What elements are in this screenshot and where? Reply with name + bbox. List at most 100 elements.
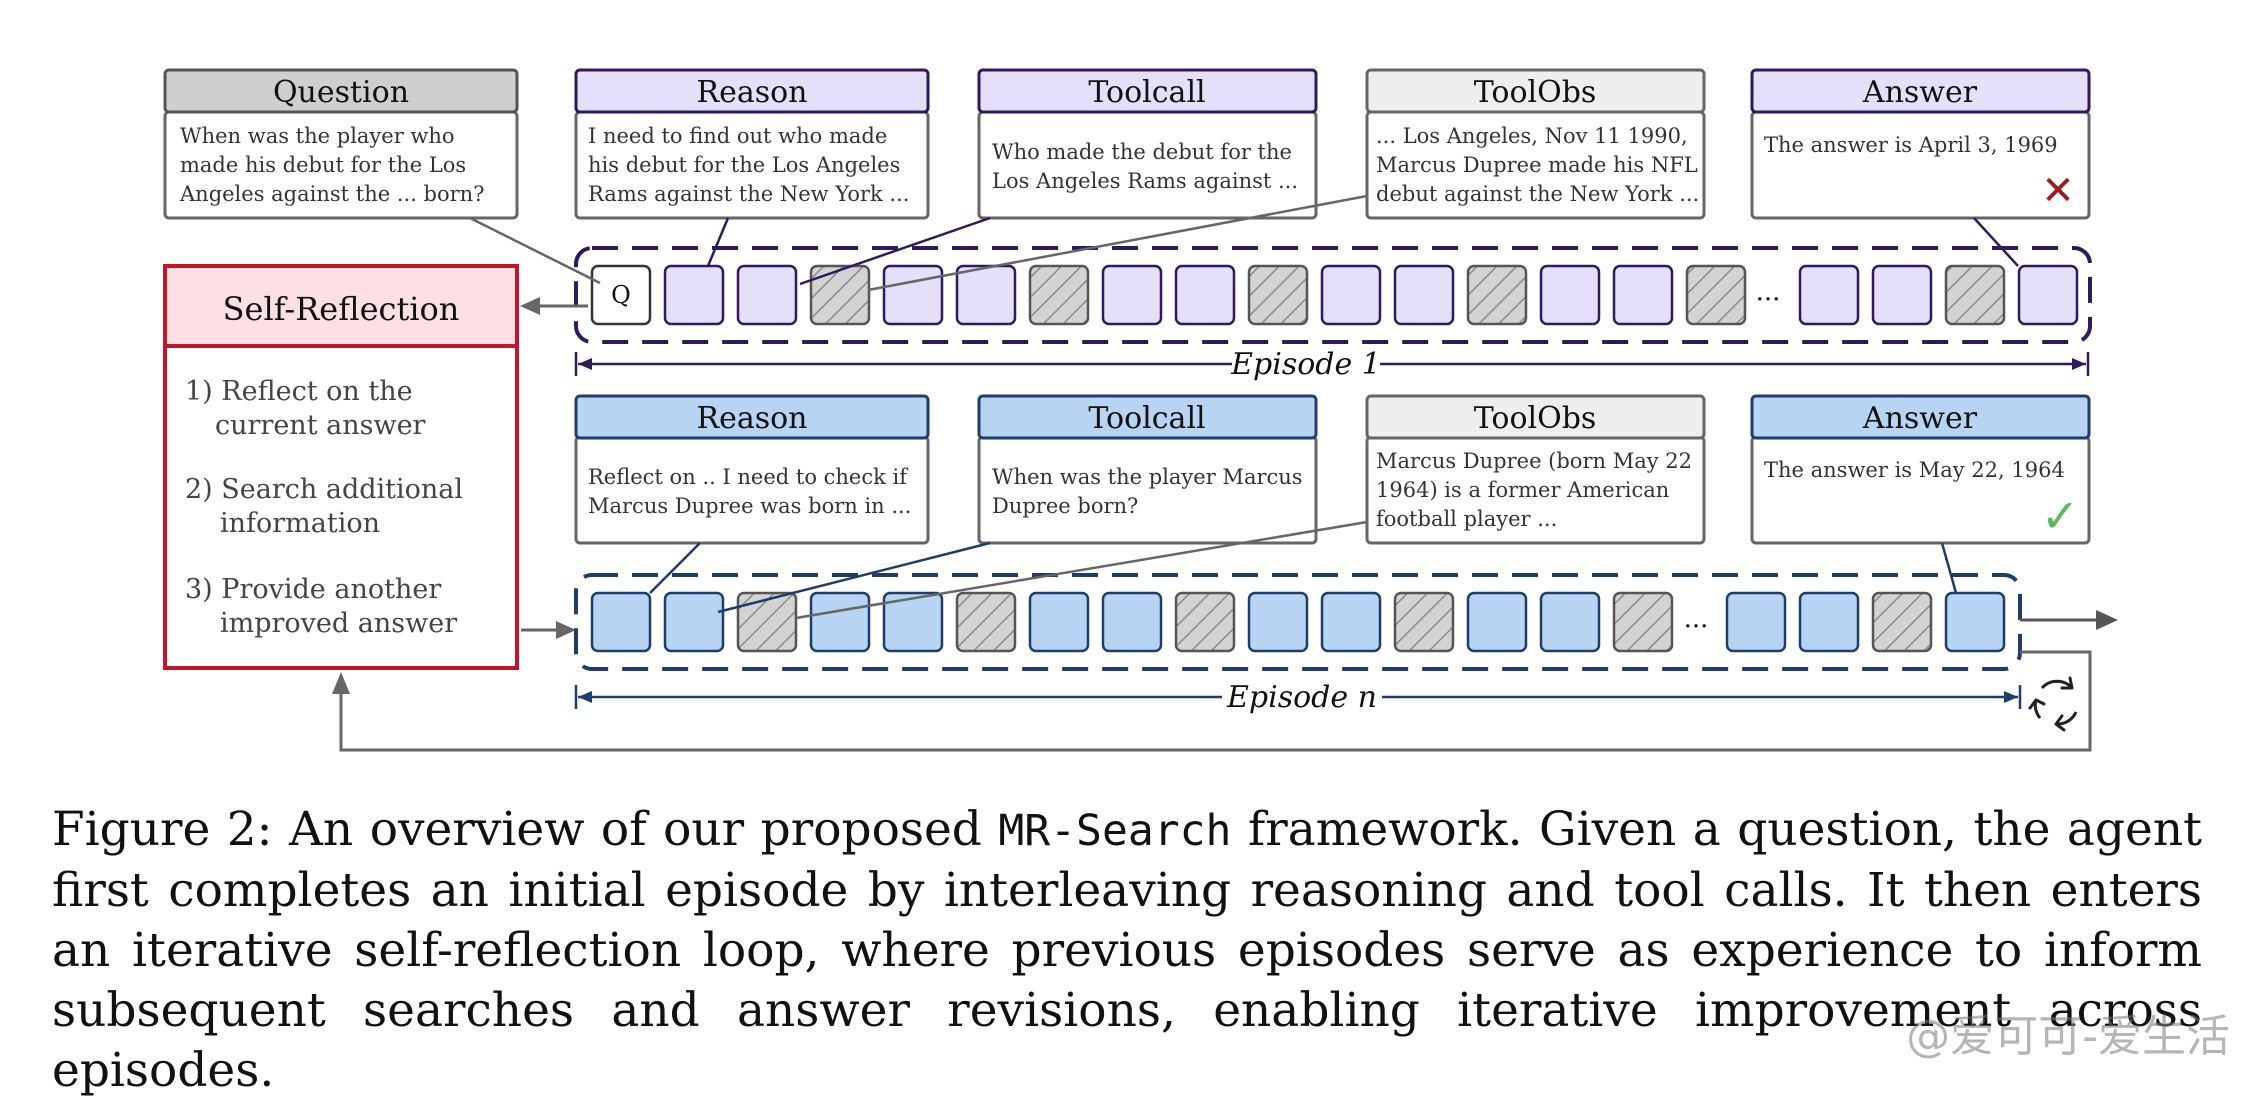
answer-card-line: The answer is April 3, 1969 [1764,133,2058,157]
connector-answer [1973,217,2019,267]
weibo-watermark: @爱可可-爱生活 [1906,1011,2230,1062]
question-card-title: Question [273,75,409,110]
model-token [590,591,652,653]
toolcall-card-title: Toolcall [1088,401,1205,436]
toolcall-card-body [977,435,1318,545]
answer-card-epn: Answer The answer is May 22, 1964 ✓ [1750,394,2091,545]
episode-n-cards: Reason Reflect on .. I need to check if … [574,394,2091,545]
episode-n-ellipsis: ... [1684,604,1709,634]
answer-card-body [1750,110,2091,220]
model-token [809,591,871,653]
episode-n-range-arrowhead-left [578,691,592,703]
episode1-label-bg [1232,344,1380,384]
episode1-sequence: Q ... Episode 1 [574,246,2092,384]
figure-caption: Figure 2: An overview of our proposed MR… [52,800,2202,1101]
model-token [1539,264,1601,326]
reflection-step-1-line2: current answer [215,410,426,441]
toolobs-card-line: Marcus Dupree made his NFL [1376,153,1698,177]
episode1-cards: Question When was the player who made hi… [163,68,2091,220]
arrow-reflection-to-episode-n-head [556,621,576,639]
episode1-connectors [469,194,2019,292]
tool-observation-token [736,591,798,653]
model-token [1539,591,1601,653]
wrong-answer-cross-icon: ✕ [2041,168,2075,214]
reflection-step-2-line2: information [220,508,380,539]
correct-answer-check-icon: ✓ [2041,489,2080,543]
tool-observation-token [809,264,871,326]
answer-card-title: Answer [1862,401,1978,436]
episode1-ellipsis: ... [1756,277,1781,307]
refresh-cycle-icon [2028,676,2078,732]
reason-card-body [574,435,930,545]
reason-card-line: Rams against the New York ... [588,182,909,206]
q-token-label: Q [611,281,631,309]
q-token [590,264,652,326]
reason-card-header [574,68,930,114]
tool-observation-token [1466,264,1528,326]
reason-card-line: Marcus Dupree was born in ... [588,494,911,518]
model-token [882,591,944,653]
model-token [1466,591,1528,653]
connector-reason [706,217,730,267]
connector-toolcall [799,216,991,286]
model-token [1028,591,1090,653]
toolobs-card-line: ... Los Angeles, Nov 11 1990, [1376,124,1688,148]
toolobs-card-title: ToolObs [1474,75,1597,110]
toolcall-card-body [977,110,1318,220]
model-token [2017,264,2079,326]
tool-observation-token [1247,264,1309,326]
episode1-range-arrowhead-left [578,358,592,370]
toolcall-card-header [977,394,1318,440]
connector-reason-n [649,542,701,594]
framework-diagram: Question When was the player who made hi… [163,68,2118,752]
toolcall-card-line: When was the player Marcus [992,465,1303,489]
toolobs-card-line: 1964) is a former American [1376,478,1669,502]
toolcall-card-line: Dupree born? [992,494,1138,518]
episode-n-dashed-frame [574,573,2022,671]
question-card-line: Angeles against the ... born? [179,182,484,206]
toolobs-card-header [1365,68,1706,114]
model-token [1798,264,1860,326]
model-token [955,264,1017,326]
toolcall-card-header [977,68,1318,114]
episode-n-sequence: ... Episode n [574,573,2118,717]
model-token [1101,264,1163,326]
model-token [1247,591,1309,653]
self-reflection-header [163,264,519,348]
episode-n-label-prefix: Episode [1226,680,1358,715]
model-token [1320,591,1382,653]
self-reflection-body [163,344,519,670]
connector-toolobs [867,194,1368,292]
tool-observation-token [1685,264,1747,326]
model-token [1798,591,1860,653]
toolcall-card-ep1: Toolcall Who made the debut for the Los … [977,68,1318,220]
model-token [882,264,944,326]
reflection-loop [332,650,2092,752]
reflection-step-1-line1: 1) Reflect on the [185,376,413,407]
toolcall-card-line: Los Angeles Rams against ... [992,169,1298,193]
model-token [663,264,725,326]
reason-card-ep1: Reason I need to find out who made his d… [574,68,930,220]
caption-text: framework. Given a question, the agent f… [52,802,2202,1098]
episode-n-connectors [649,520,1958,620]
reason-card-epn: Reason Reflect on .. I need to check if … [574,394,930,545]
toolobs-card-line: debut against the New York ... [1376,182,1699,206]
model-token [1101,591,1163,653]
toolobs-card-epn: ToolObs Marcus Dupree (born May 22 1964)… [1365,394,1706,545]
reflection-step-3-line2: improved answer [220,608,457,639]
model-token [663,591,725,653]
question-card: Question When was the player who made hi… [163,68,519,220]
answer-card-header [1750,68,2091,114]
question-card-header [163,68,519,114]
toolcall-card-title: Toolcall [1088,75,1205,110]
episode-n-label: Episode n [1226,680,1377,715]
loop-back-arrowhead [332,672,350,694]
arrow-episode1-to-reflection-head [520,297,540,315]
model-token [1944,591,2006,653]
model-token [1174,264,1236,326]
answer-card-line: The answer is May 22, 1964 [1764,458,2065,482]
connector-toolcall-n [717,541,991,614]
model-token [736,264,798,326]
answer-card-header [1750,394,2091,440]
toolobs-card-ep1: ToolObs ... Los Angeles, Nov 11 1990, Ma… [1365,68,1706,220]
